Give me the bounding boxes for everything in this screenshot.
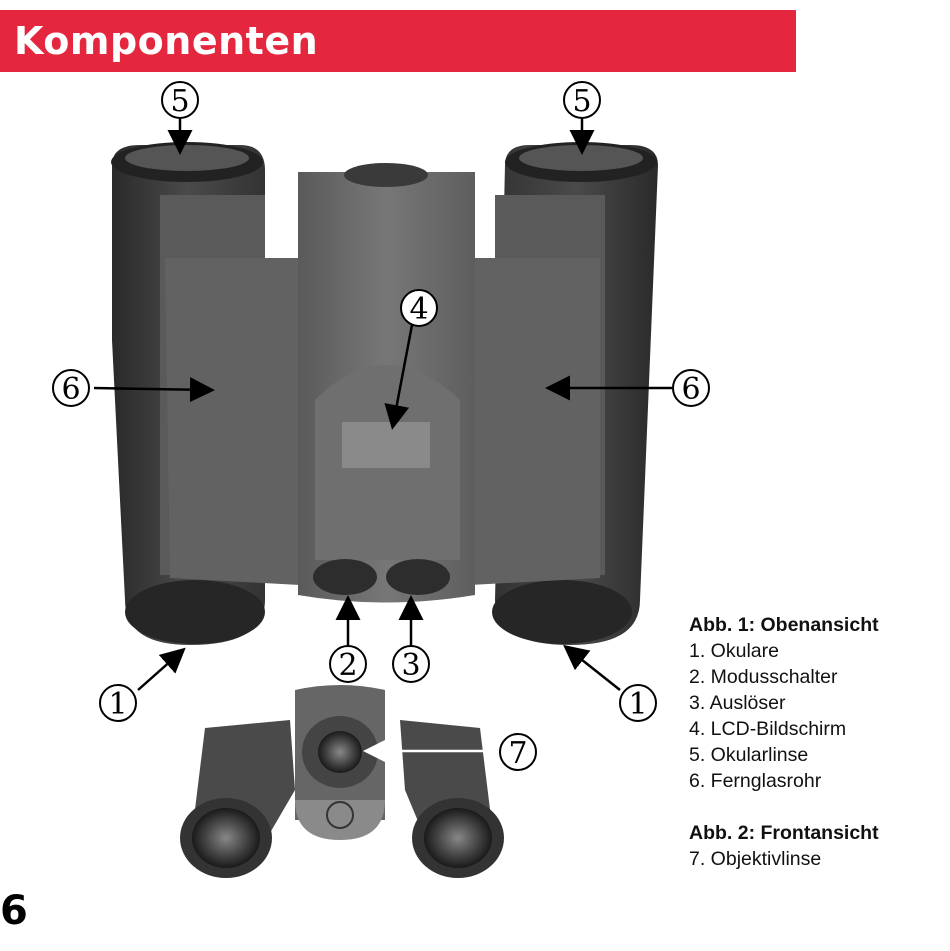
- callout-circle: [619, 684, 657, 722]
- callout-circle: [99, 684, 137, 722]
- caption-item: 7. Objektivlinse: [689, 848, 822, 870]
- front-view-binoculars: [180, 685, 504, 878]
- callout-circle: [499, 733, 537, 771]
- right-bridge-plate: [470, 258, 600, 585]
- caption-item: 4. LCD-Bildschirm: [689, 718, 847, 740]
- figure2-caption: Abb. 2: Frontansicht 7. Objektivlinse: [689, 820, 939, 872]
- callout-number: 6: [61, 372, 80, 407]
- shutter-button: [386, 559, 450, 595]
- caption-item: 1. Okulare: [689, 640, 779, 662]
- arrow-lcd: [384, 324, 414, 430]
- callout-number: 4: [409, 292, 428, 327]
- figure1-caption: Abb. 1: Obenansicht 1. Okulare 2. Moduss…: [689, 612, 939, 794]
- header-bar: Komponenten: [0, 10, 796, 72]
- callout-number: 2: [338, 648, 357, 683]
- callout-circle: [400, 289, 438, 327]
- callout-circle: [563, 81, 601, 119]
- caption-item: 6. Fernglasrohr: [689, 770, 822, 792]
- callout-number: 5: [170, 84, 189, 119]
- arrow-eyepiece-left: [137, 647, 186, 691]
- callout-number: 3: [401, 648, 420, 683]
- callout-number: 6: [681, 372, 700, 407]
- page-number: 6: [0, 888, 28, 934]
- left-bridge-plate: [165, 258, 300, 585]
- callout-circle: [672, 369, 710, 407]
- caption-item: 2. Modusschalter: [689, 666, 838, 688]
- callout-number: 5: [572, 84, 591, 119]
- callout-number: 7: [508, 736, 527, 771]
- lcd-screen: [342, 422, 430, 468]
- callout-circle: [329, 645, 367, 683]
- callout-number: 1: [108, 687, 127, 722]
- callout-circle: [52, 369, 90, 407]
- callout-circle: [161, 81, 199, 119]
- arrow-tube-left: [93, 377, 215, 403]
- focus-wheel: [344, 163, 428, 187]
- page-title: Komponenten: [14, 19, 319, 63]
- mode-switch-button: [313, 559, 377, 595]
- figure2-title: Abb. 2: Frontansicht: [689, 822, 879, 844]
- arrow-eyepiece-right: [563, 644, 621, 691]
- caption-item: 3. Auslöser: [689, 692, 786, 714]
- figure1-title: Abb. 1: Obenansicht: [689, 614, 879, 636]
- callout-circle: [392, 645, 430, 683]
- caption-item: 5. Okularlinse: [689, 744, 809, 766]
- callout-number: 1: [628, 687, 647, 722]
